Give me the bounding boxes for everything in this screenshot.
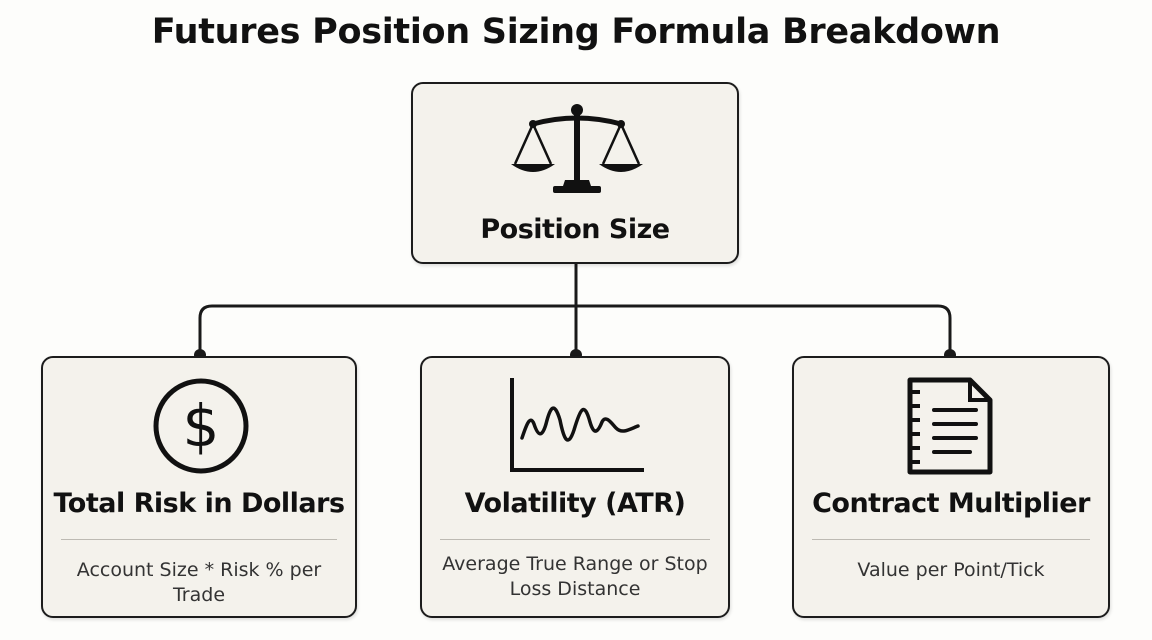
component-label: Total Risk in Dollars [53,488,345,519]
card-divider [440,539,710,540]
card-divider [61,539,337,540]
volatility-chart-icon [510,378,644,472]
component-description: Average True Range or Stop Loss Distance [442,553,708,600]
component-card-contract-multiplier: Contract Multiplier Value per Point/Tick [792,356,1110,618]
root-node-position-size: Position Size [411,82,739,264]
document-list-icon [907,377,993,475]
svg-text:$: $ [183,392,220,460]
component-description: Value per Point/Tick [857,559,1045,581]
component-card-volatility: Volatility (ATR) Average True Range or S… [420,356,730,618]
diagram-title: Futures Position Sizing Formula Breakdow… [151,12,1001,52]
component-label: Volatility (ATR) [464,488,686,519]
card-divider [812,539,1090,540]
component-card-total-risk: $ Total Risk in Dollars Account Size * R… [41,356,357,618]
component-description: Account Size * Risk % per Trade [76,559,322,606]
connector-horizontal-bus [198,304,952,354]
balance-scale-icon [511,104,643,193]
dollar-circle-icon: $ [153,378,249,474]
component-label: Contract Multiplier [812,488,1090,519]
root-node-label: Position Size [480,214,670,245]
